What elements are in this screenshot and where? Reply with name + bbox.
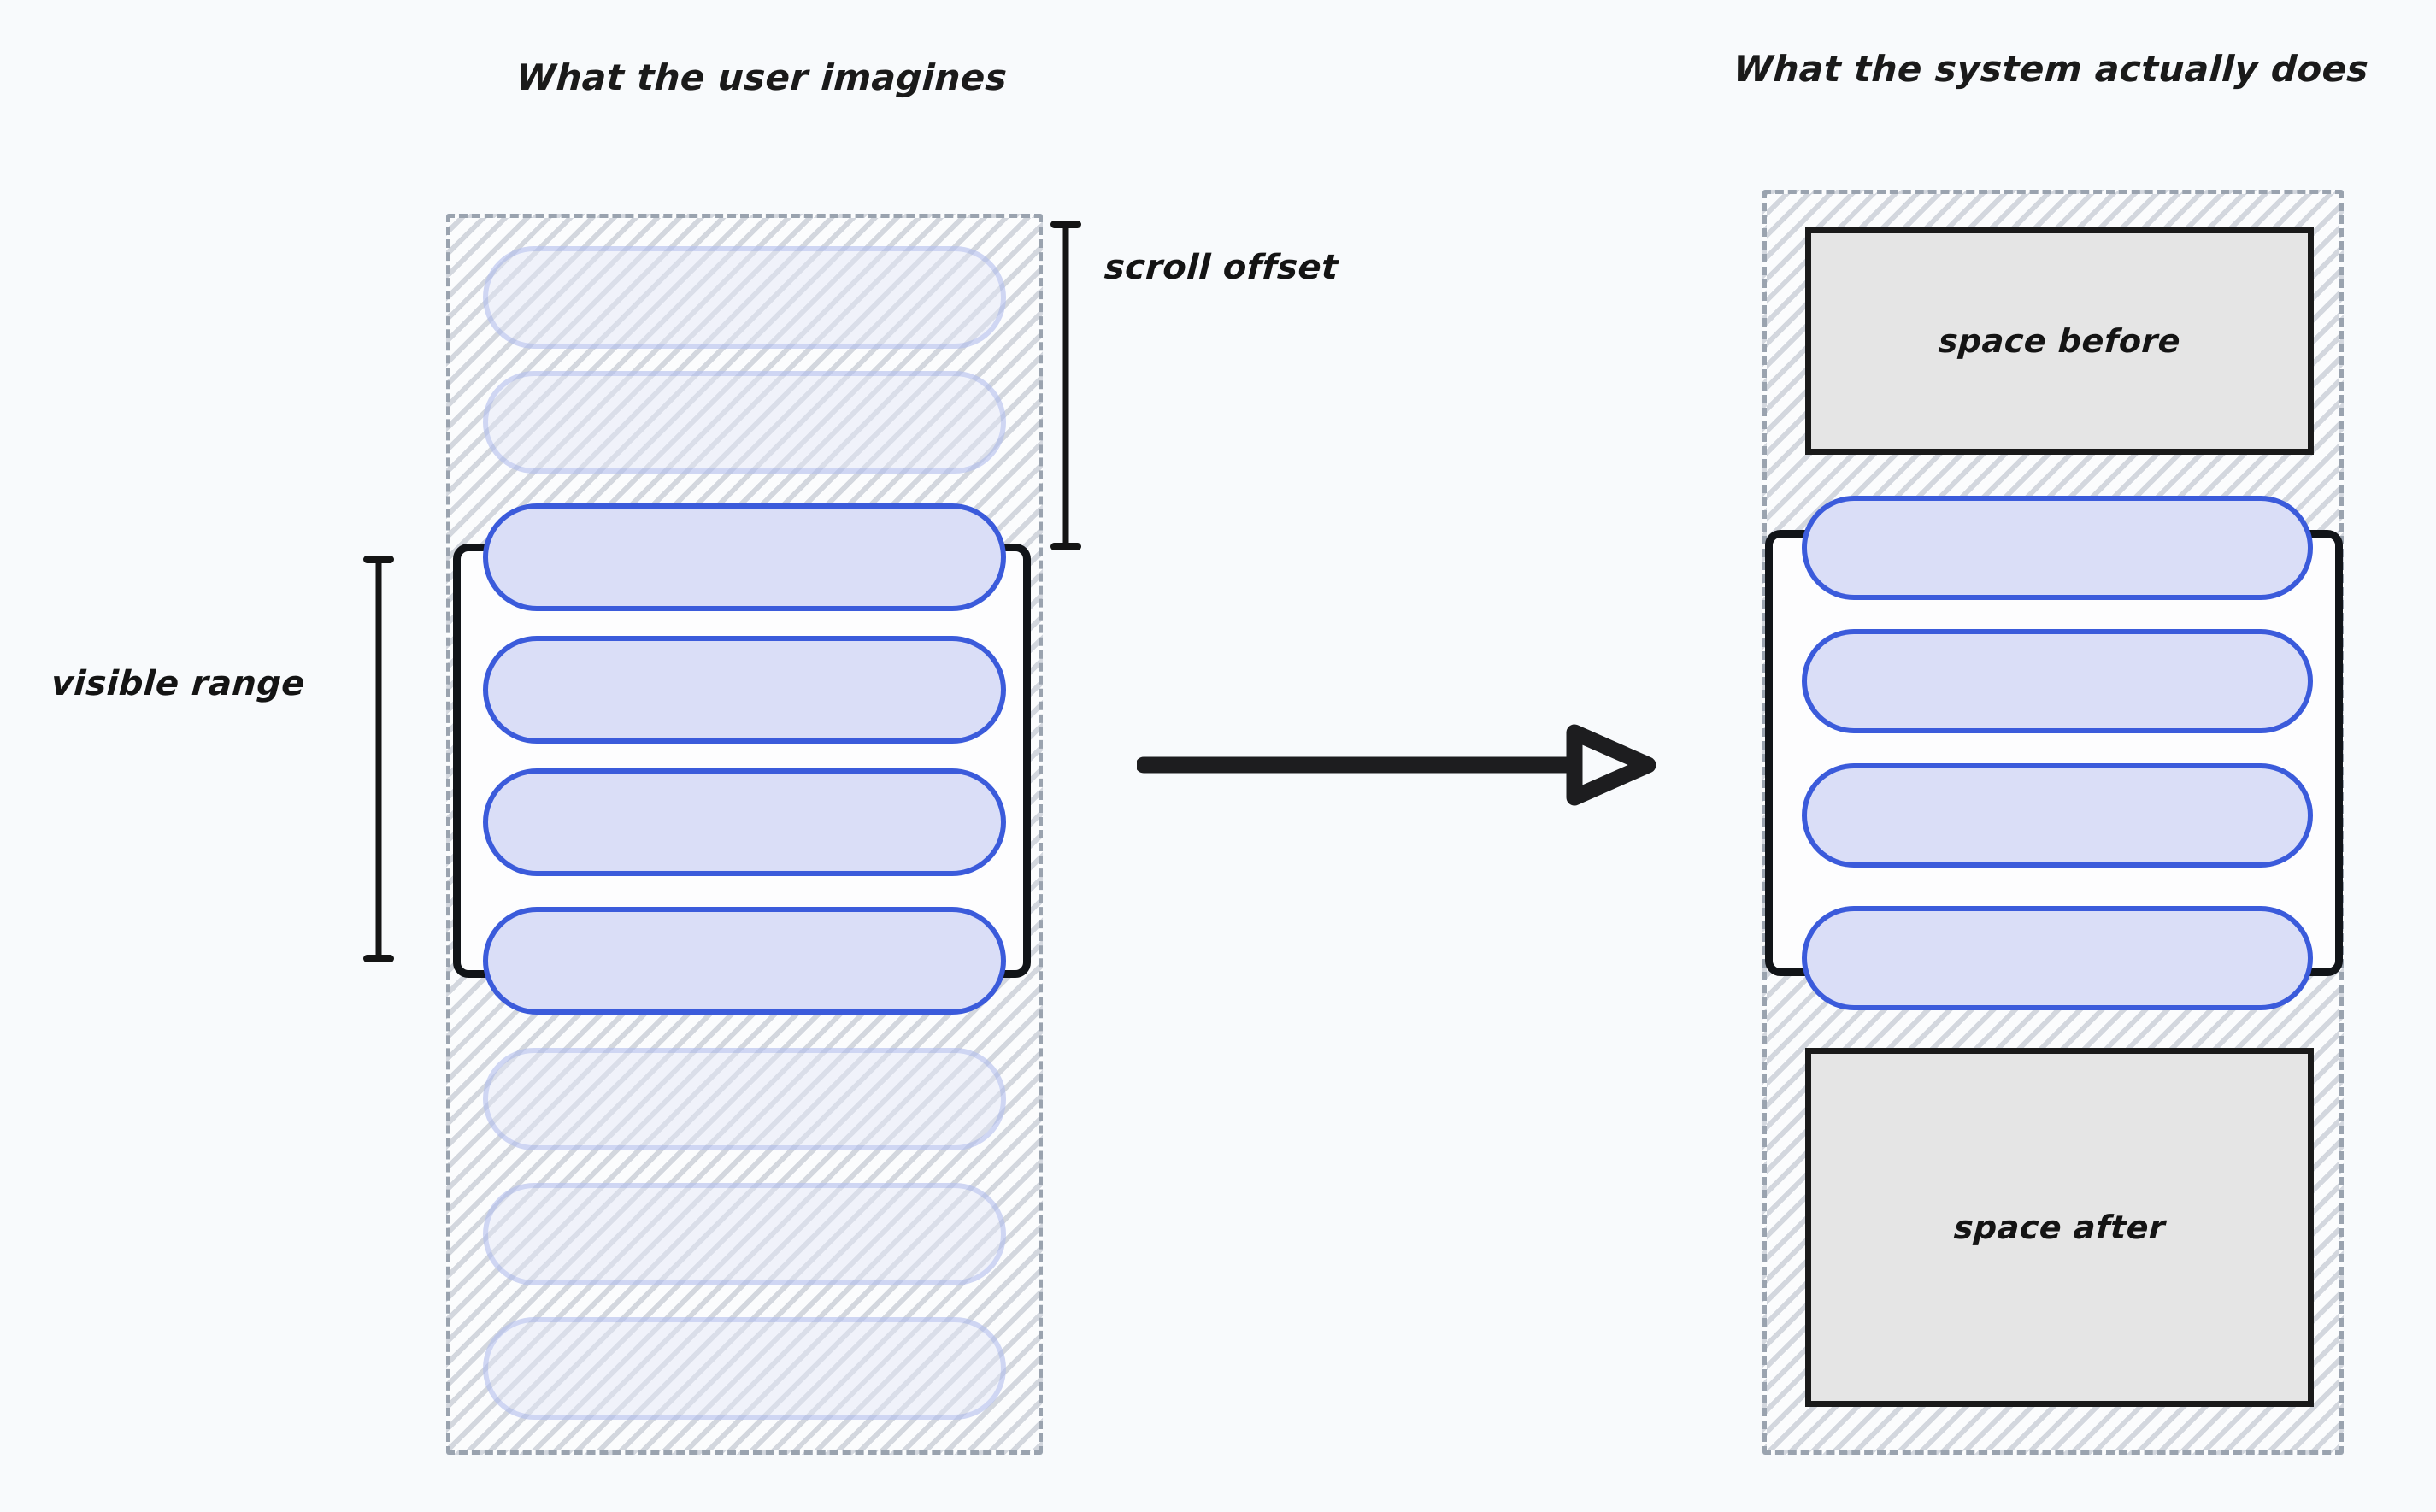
list-item[interactable] — [483, 768, 1006, 876]
space-before-box: space before — [1805, 227, 2314, 455]
list-item[interactable] — [483, 1317, 1006, 1420]
space-before-label: space before — [1937, 322, 2182, 360]
list-item[interactable] — [483, 246, 1006, 349]
list-item[interactable] — [483, 503, 1006, 611]
space-after-box: space after — [1805, 1048, 2314, 1407]
scroll-offset-measure — [1050, 221, 1081, 550]
transition-arrow-icon — [1137, 724, 1656, 806]
ibeam-stem — [1062, 221, 1069, 550]
list-item[interactable] — [1802, 763, 2313, 868]
left-panel-title: What the user imagines — [515, 56, 1009, 98]
visible-range-label: visible range — [50, 664, 307, 703]
list-item[interactable] — [483, 636, 1006, 744]
list-item[interactable] — [1802, 496, 2313, 600]
list-item[interactable] — [483, 371, 1006, 474]
ibeam-bottom-cap — [363, 955, 394, 962]
list-item[interactable] — [1802, 906, 2313, 1010]
space-after-label: space after — [1952, 1209, 2167, 1246]
visible-range-measure — [363, 556, 394, 962]
right-panel-title: What the system actually does — [1732, 48, 2370, 90]
list-item[interactable] — [483, 1183, 1006, 1285]
ibeam-bottom-cap — [1050, 543, 1081, 550]
list-item[interactable] — [1802, 629, 2313, 733]
list-item[interactable] — [483, 1048, 1006, 1150]
list-item[interactable] — [483, 907, 1006, 1015]
ibeam-stem — [375, 556, 382, 962]
scroll-offset-label: scroll offset — [1103, 248, 1339, 287]
